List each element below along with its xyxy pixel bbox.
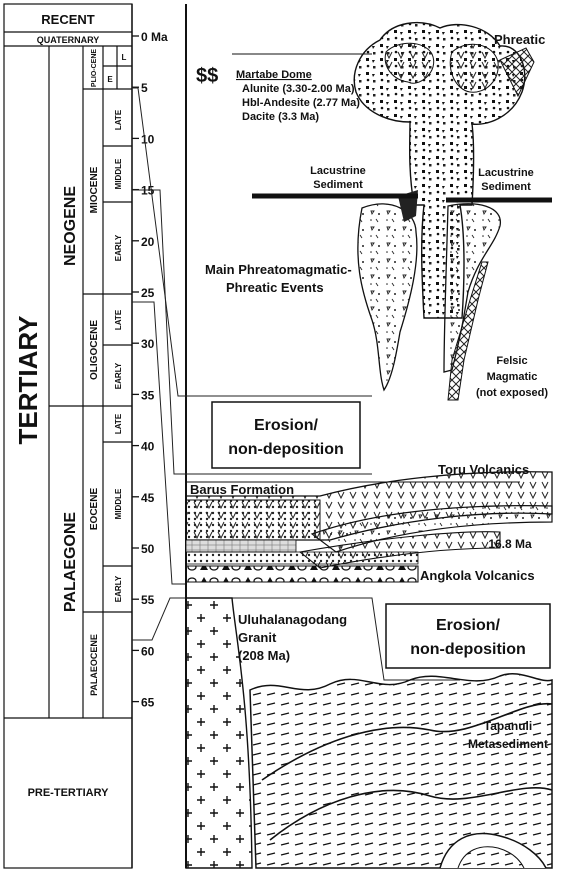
eocene-label: EOCENE — [89, 488, 100, 531]
age-tick-label: 50 — [141, 542, 155, 556]
angkola-volcanics-label: Angkola Volcanics — [420, 568, 535, 583]
age-tick-label: 25 — [141, 286, 155, 300]
felsic-line1: Felsic — [496, 355, 527, 367]
angkola-volcanics — [186, 566, 418, 582]
lacustrine-left-line2: Sediment — [313, 179, 363, 191]
tapanuli-line2: Metasediment — [468, 737, 548, 751]
palaeogene-label: PALAEGONE — [62, 512, 79, 612]
erosion-box-lower — [386, 604, 550, 668]
miocene-late-label: LATE — [114, 109, 123, 130]
felsic-line3: (not exposed) — [476, 387, 548, 399]
uluhalanagodang-line2: Granit — [238, 630, 277, 645]
age-tick-label: 5 — [141, 81, 148, 95]
breccia-right — [444, 204, 500, 372]
oligocene-label: OLIGOCENE — [89, 320, 100, 380]
barus-formation-label: Barus Formation — [190, 482, 294, 497]
age-tick-label: 0 Ma — [141, 30, 168, 44]
age-tick-label: 60 — [141, 644, 155, 658]
neogene-label: NEOGENE — [62, 186, 79, 266]
age-tick-label: 30 — [141, 337, 155, 351]
age-tick-label: 40 — [141, 440, 155, 454]
erosion-upper-line1: Erosion/ — [254, 417, 319, 434]
age-tick-label: 35 — [141, 388, 155, 402]
age-tick-label: 10 — [141, 132, 155, 146]
eocene-late-label: LATE — [114, 413, 123, 434]
oligocene-late-label: LATE — [114, 309, 123, 330]
main-events-line2: Phreatic Events — [226, 280, 324, 295]
palaeocene-label: PALAEOCENE — [89, 634, 99, 696]
oligocene-early-label: EARLY — [114, 362, 123, 389]
quaternary-label: QUATERNARY — [37, 35, 100, 45]
age-tick-label: 45 — [141, 491, 155, 505]
erosion-lower-line2: non-deposition — [410, 641, 526, 658]
felsic-line2: Magmatic — [487, 371, 538, 383]
tapanuli-line1: Tapanuli — [484, 719, 532, 733]
erosion-box-upper — [212, 402, 360, 468]
pliocene-label: PLIO-CENE — [91, 49, 98, 87]
eocene-middle-label: MIDDLE — [114, 488, 123, 519]
erosion-lower-line1: Erosion/ — [436, 617, 501, 634]
erosion-upper-line2: non-deposition — [228, 441, 344, 458]
pre-tertiary-label: PRE-TERTIARY — [28, 787, 110, 799]
alunite-label: Alunite (3.30-2.00 Ma) — [242, 83, 355, 95]
sandstone-band — [186, 552, 418, 564]
age-tick-lines — [132, 36, 139, 702]
toru-volcanics-label: Toru Volcanics — [438, 462, 529, 477]
age-tick-label: 55 — [141, 593, 155, 607]
age-tick-labels: 0 Ma 5 10 15 20 25 30 35 40 45 50 55 60 65 — [141, 30, 168, 710]
lacustrine-left-line1: Lacustrine — [310, 165, 366, 177]
hbl-andesite-label: Hbl-Andesite (2.77 Ma) — [242, 97, 360, 109]
breccia-left — [358, 204, 417, 390]
miocene-middle-label: MIDDLE — [114, 158, 123, 189]
uluhalanagodang-line3: (208 Ma) — [238, 648, 290, 663]
miocene-early-label: EARLY — [114, 234, 123, 261]
limestone-band — [186, 540, 296, 552]
lacustrine-right-line2: Sediment — [481, 181, 531, 193]
age-tick-label: 65 — [141, 696, 155, 710]
recent-label: RECENT — [41, 12, 95, 27]
phreatic-label: Phreatic — [494, 32, 545, 47]
uluhalanagodang-line1: Uluhalanagodang — [238, 612, 347, 627]
main-events-line1: Main Phreatomagmatic- — [205, 262, 352, 277]
age-tick-label: 20 — [141, 235, 155, 249]
age-tick-label: 15 — [141, 184, 155, 198]
lacustrine-right-line1: Lacustrine — [478, 167, 534, 179]
dollar-sign-symbol: $$ — [196, 65, 218, 87]
miocene-label: MIOCENE — [89, 166, 100, 213]
barus-formation — [186, 500, 320, 540]
martabe-title: Martabe Dome — [236, 69, 312, 81]
tapanuli-metasediment — [250, 674, 552, 868]
plio-late-label: L — [122, 53, 127, 62]
tertiary-label: TERTIARY — [13, 315, 43, 444]
plio-early-label: E — [107, 75, 113, 84]
age-16-8-label: 16.8 Ma — [488, 537, 532, 551]
eocene-early-label: EARLY — [114, 575, 123, 602]
dacite-label: Dacite (3.3 Ma) — [242, 111, 319, 123]
